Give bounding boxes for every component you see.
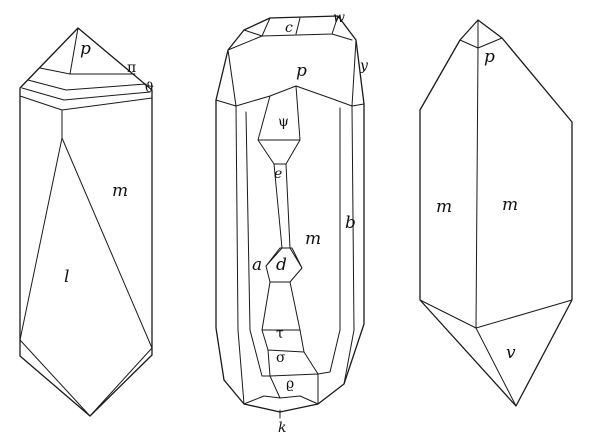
crystal-middle-label-e: e bbox=[274, 166, 282, 182]
crystal-middle-lower-faces bbox=[237, 281, 355, 405]
crystal-middle-label-tau: τ bbox=[276, 326, 284, 342]
crystal-middle-label-rho: ϱ bbox=[286, 376, 294, 392]
crystal-left-lower-edges bbox=[19, 339, 153, 417]
crystal-middle-label-b: b bbox=[345, 213, 356, 233]
crystal-middle-label-m: m bbox=[305, 229, 321, 249]
crystal-middle-prism-edges bbox=[215, 99, 365, 331]
crystal-middle-face-k-edges bbox=[243, 395, 319, 405]
crystal-left-label-l: l bbox=[64, 267, 69, 287]
crystal-middle-label-k: k bbox=[278, 420, 286, 436]
crystal-left-label-theta: ϑ bbox=[144, 80, 154, 96]
crystal-middle: c w p y ψ e m b a d τ σ ϱ k bbox=[215, 10, 369, 436]
crystal-left-label-pi: π bbox=[127, 60, 136, 76]
crystal-middle-outline bbox=[215, 15, 365, 413]
crystal-middle-label-p: p bbox=[296, 61, 307, 81]
crystal-right-label-v: v bbox=[506, 343, 516, 363]
crystal-middle-central-faces bbox=[257, 85, 303, 283]
crystal-middle-label-a: a bbox=[252, 255, 262, 275]
crystal-middle-top-faces bbox=[243, 15, 339, 37]
crystal-middle-face-p-edges bbox=[227, 33, 357, 107]
crystal-middle-label-sigma: σ bbox=[276, 350, 286, 366]
crystal-left-face-p-edges bbox=[39, 27, 136, 75]
crystal-left-label-m: m bbox=[112, 181, 128, 201]
crystal-left-label-p: p bbox=[80, 39, 91, 59]
crystal-left-outline bbox=[19, 27, 153, 417]
crystal-left-bevel-bands bbox=[19, 79, 153, 111]
crystal-right-lower-edges bbox=[419, 299, 573, 407]
crystal-right: p m m v bbox=[419, 19, 573, 407]
crystal-middle-label-d: d bbox=[276, 255, 287, 275]
crystal-right-label-m-right: m bbox=[502, 195, 518, 215]
crystal-left: p π ϑ m l bbox=[19, 27, 154, 417]
crystal-right-prism-edge bbox=[475, 47, 479, 329]
crystal-right-label-p: p bbox=[484, 47, 495, 67]
crystal-middle-label-y: y bbox=[359, 58, 369, 74]
crystal-middle-label-w: w bbox=[333, 10, 345, 26]
crystal-middle-label-psi: ψ bbox=[278, 114, 289, 130]
crystal-middle-label-c: c bbox=[285, 20, 293, 36]
crystal-left-face-l-edges bbox=[19, 137, 153, 349]
crystal-right-label-m-left: m bbox=[436, 197, 452, 217]
